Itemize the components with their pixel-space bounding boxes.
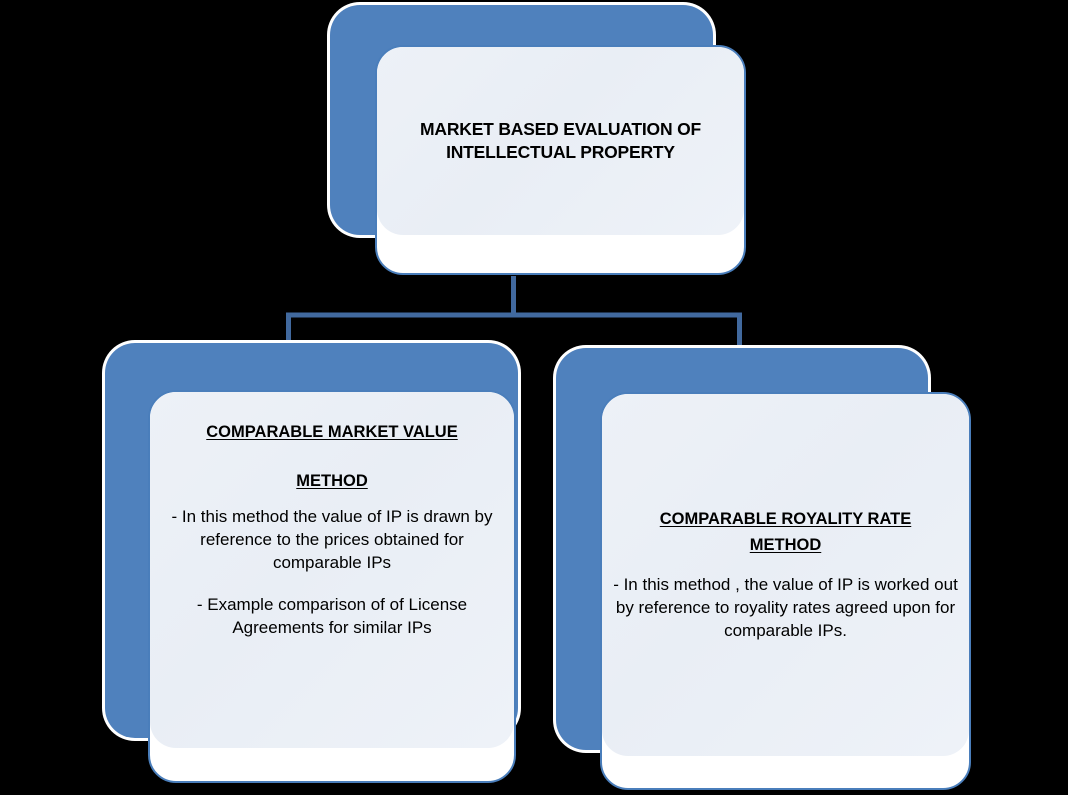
root-panel: MARKET BASED EVALUATION OF INTELLECTUAL … — [377, 47, 744, 235]
right-body-1: - In this method , the value of IP is wo… — [613, 575, 958, 640]
left-body-1: - In this method the value of IP is draw… — [171, 507, 493, 572]
node-root[interactable]: MARKET BASED EVALUATION OF INTELLECTUAL … — [0, 0, 1068, 300]
right-heading-line-2: METHOD — [749, 535, 822, 554]
right-card[interactable]: COMPARABLE ROYALITY RATE METHOD - In thi… — [600, 392, 971, 790]
left-heading-line-2: METHOD — [296, 472, 368, 490]
right-heading-line-1: COMPARABLE ROYALITY RATE — [659, 510, 912, 529]
root-title: MARKET BASED EVALUATION OF INTELLECTUAL … — [420, 119, 701, 162]
left-card[interactable]: COMPARABLE MARKET VALUE METHOD - In this… — [148, 390, 516, 783]
left-panel: COMPARABLE MARKET VALUE METHOD - In this… — [150, 392, 514, 748]
root-card[interactable]: MARKET BASED EVALUATION OF INTELLECTUAL … — [375, 45, 746, 275]
left-heading-line-1: COMPARABLE MARKET VALUE — [206, 423, 458, 441]
right-panel: COMPARABLE ROYALITY RATE METHOD - In thi… — [602, 394, 969, 756]
left-body-2: - Example comparison of of License Agree… — [196, 595, 468, 638]
